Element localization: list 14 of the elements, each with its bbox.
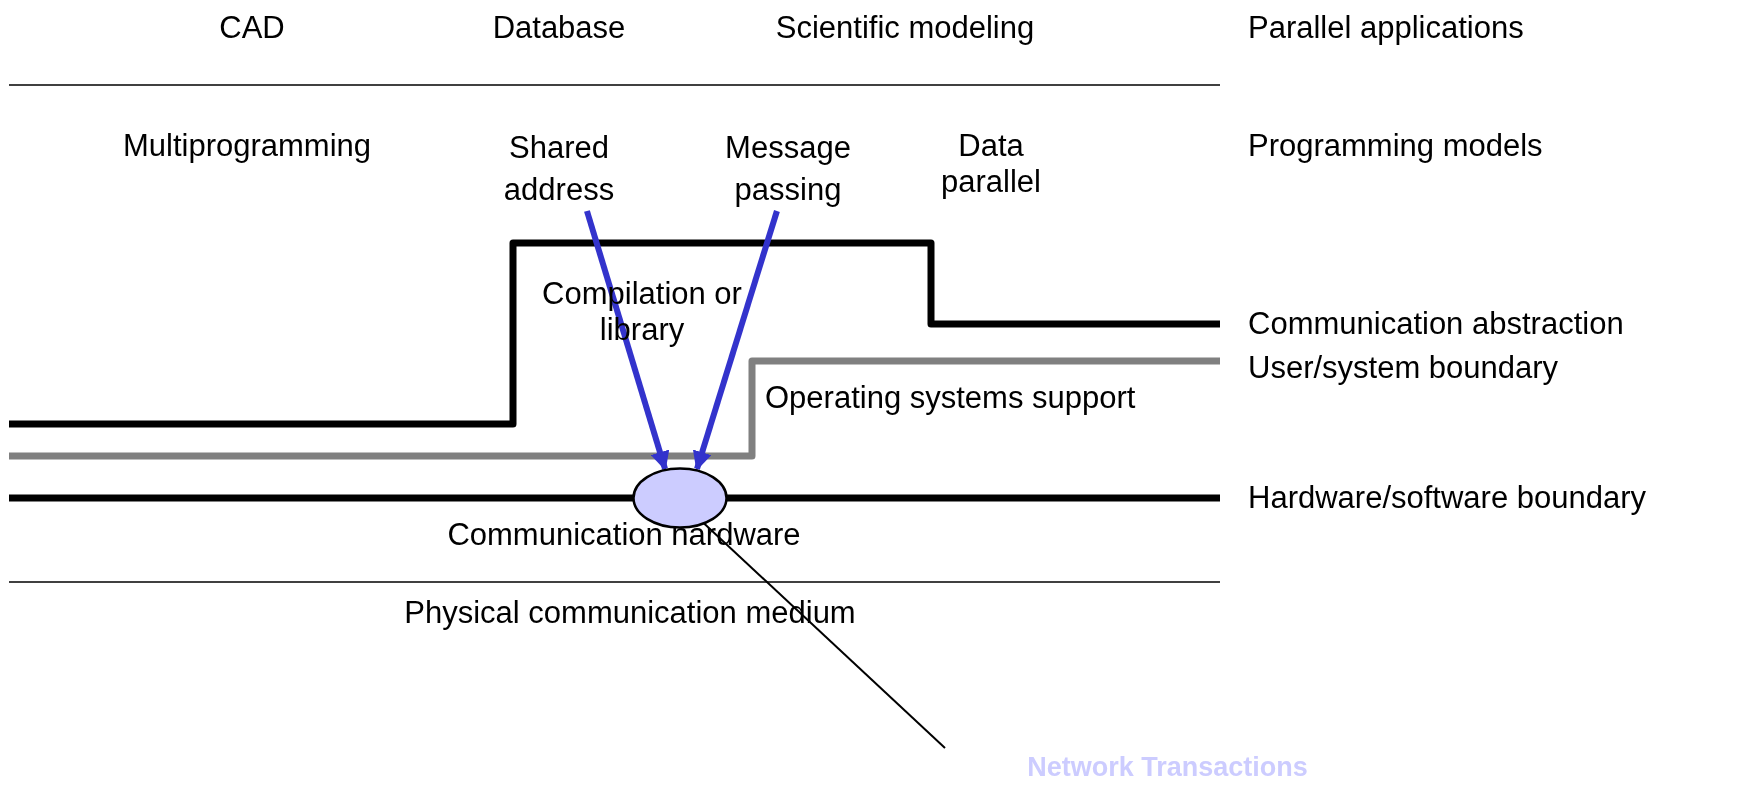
- layer-label: Hardware/software boundary: [1248, 480, 1647, 516]
- layer-label: Parallel applications: [1248, 10, 1524, 46]
- layer-label: Scientific modeling: [775, 10, 1035, 46]
- arrow: [692, 210, 780, 471]
- model-label: Message passing: [718, 127, 858, 211]
- layer-label: Database: [492, 10, 626, 46]
- layer-label: Programming models: [1248, 128, 1543, 164]
- model-label: Shared address: [499, 127, 619, 211]
- layer-label: Operating systems support: [765, 380, 1136, 416]
- layer-label: Communication abstraction: [1248, 306, 1624, 342]
- layer-label: Data parallel: [940, 128, 1042, 200]
- layer-label: CAD: [219, 10, 285, 46]
- layer-label: Multiprogramming: [122, 128, 372, 164]
- layer-label: User/system boundary: [1248, 350, 1559, 386]
